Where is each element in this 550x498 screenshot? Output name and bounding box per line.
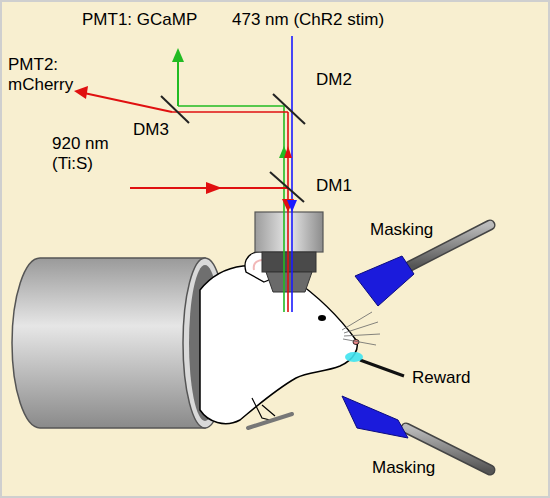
mirror-label: DM3 — [133, 120, 169, 140]
mirror-label: DM1 — [316, 176, 352, 196]
restraint-tube — [12, 258, 227, 428]
mirror-label: DM2 — [316, 70, 352, 90]
part-label: Reward — [412, 368, 471, 388]
part-label: Masking — [372, 458, 435, 478]
part-label: Masking — [370, 220, 433, 240]
objective-lens — [255, 212, 323, 292]
detector-label: PMT2: mCherry — [8, 55, 74, 94]
dichroic-mirror — [161, 94, 305, 202]
reward-spout — [345, 352, 404, 376]
laser-label: 920 nm (Ti:S) — [52, 134, 118, 173]
laser-label: 473 nm (ChR2 stim) — [232, 10, 384, 30]
detector-label: PMT1: GCaMP — [82, 10, 197, 30]
light-path — [74, 36, 297, 312]
